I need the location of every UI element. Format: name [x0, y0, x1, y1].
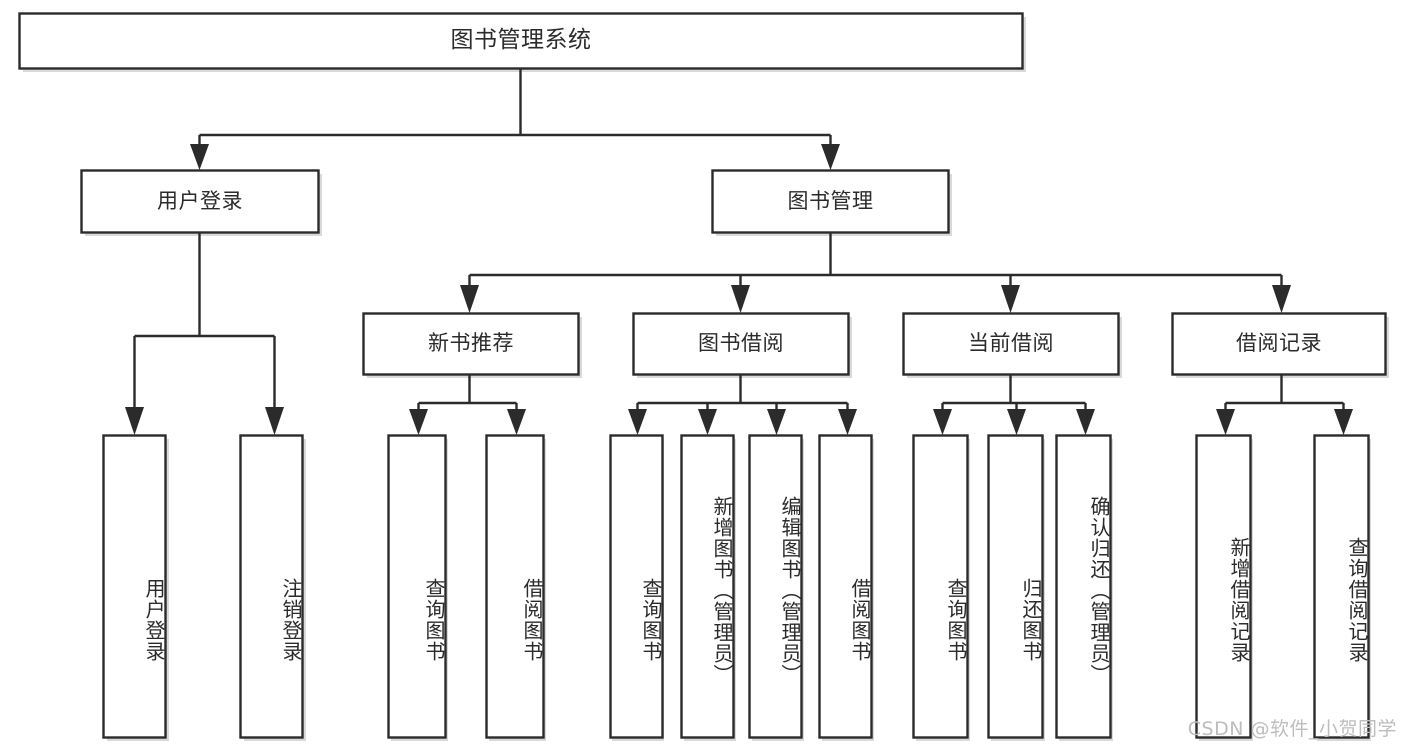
- node-box-leaf-user-login: [102, 434, 167, 739]
- arrow-head-book-manage: [821, 144, 840, 170]
- arrow-head-leaf-logout: [265, 407, 284, 435]
- arrow-head-leaf-borrow-book-1: [507, 409, 526, 435]
- node-box-root: [18, 12, 1024, 70]
- arrow-head-current-borrow: [1001, 285, 1020, 313]
- arrow-head-leaf-confirm-return: [1076, 409, 1095, 435]
- node-box-leaf-confirm-return: [1055, 434, 1112, 739]
- node-label-borrow-record: 借阅记录: [1236, 331, 1322, 356]
- node-label-leaf-user-login: 用户登录: [142, 578, 166, 662]
- node-box-leaf-query-book-1: [387, 434, 447, 739]
- node-box-leaf-add-record: [1195, 434, 1252, 739]
- arrow-head-book-borrow: [731, 285, 750, 313]
- arrow-head-leaf-edit-book: [767, 409, 786, 435]
- node-box-current-borrow: [902, 312, 1120, 376]
- node-box-user-login: [80, 169, 320, 234]
- node-label-leaf-query-book-1: 查询图书: [422, 578, 446, 662]
- node-label-leaf-add-book: 新增图书（管理员）: [710, 496, 734, 685]
- node-box-leaf-add-book: [680, 434, 735, 739]
- node-label-leaf-borrow-book-2: 借阅图书: [848, 578, 872, 662]
- watermark-text: CSDN @软件_小贺同学: [1187, 718, 1397, 740]
- node-label-book-manage: 图书管理: [787, 188, 874, 213]
- arrow-head-borrow-record: [1272, 285, 1291, 313]
- node-box-leaf-edit-book: [748, 434, 803, 739]
- arrow-head-leaf-query-book-1: [409, 409, 428, 435]
- node-label-current-borrow: 当前借阅: [968, 331, 1054, 356]
- arrow-head-leaf-return-book: [1007, 409, 1026, 435]
- node-box-leaf-return-book: [987, 434, 1044, 739]
- arrow-head-user-login: [190, 144, 209, 170]
- arrow-head-leaf-user-login: [125, 407, 144, 435]
- arrow-head-leaf-borrow-book-2: [838, 409, 857, 435]
- node-label-new-book-recommend: 新书推荐: [428, 331, 514, 356]
- node-label-leaf-query-book-2: 查询图书: [639, 578, 663, 662]
- arrow-head-new-book: [460, 285, 479, 313]
- node-label-leaf-edit-book: 编辑图书（管理员）: [778, 496, 802, 685]
- arrow-head-leaf-add-record: [1216, 409, 1235, 435]
- node-boxes: [18, 12, 1387, 739]
- node-box-book-manage: [711, 169, 950, 234]
- node-label-leaf-query-book-3: 查询图书: [944, 578, 968, 662]
- arrow-head-leaf-add-book: [698, 409, 717, 435]
- node-label-leaf-logout: 注销登录: [279, 578, 303, 662]
- node-box-leaf-logout: [239, 434, 304, 739]
- arrow-head-leaf-query-record: [1334, 409, 1353, 435]
- node-label-root: 图书管理系统: [450, 27, 592, 54]
- node-label-leaf-query-record: 查询借阅记录: [1345, 537, 1369, 663]
- node-box-leaf-query-book-3: [912, 434, 969, 739]
- arrow-head-leaf-query-book-3: [933, 409, 952, 435]
- connectors: [125, 68, 1353, 435]
- node-label-leaf-return-book: 归还图书: [1019, 578, 1043, 662]
- node-box-leaf-borrow-book-1: [485, 434, 545, 739]
- node-box-leaf-query-book-2: [609, 434, 664, 739]
- node-label-leaf-add-record: 新增借阅记录: [1227, 537, 1251, 663]
- node-label-leaf-confirm-return: 确认归还（管理员）: [1087, 496, 1111, 685]
- node-box-book-borrow: [632, 312, 850, 376]
- node-box-new-book-recommend: [362, 312, 580, 376]
- arrow-head-leaf-query-book-2: [628, 409, 647, 435]
- node-box-borrow-record: [1171, 312, 1387, 376]
- node-label-book-borrow: 图书借阅: [698, 331, 784, 356]
- node-label-leaf-borrow-book-1: 借阅图书: [520, 578, 544, 662]
- node-box-leaf-borrow-book-2: [818, 434, 873, 739]
- node-box-leaf-query-record: [1313, 434, 1370, 739]
- node-label-user-login: 用户登录: [157, 188, 243, 213]
